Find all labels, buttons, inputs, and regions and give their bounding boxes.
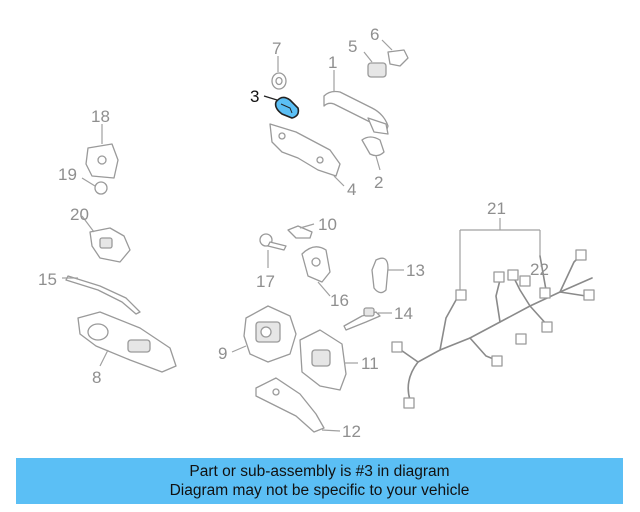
callout-2: 2: [374, 173, 383, 192]
part-15-rod[interactable]: [62, 275, 141, 315]
callout-19: 19: [58, 165, 77, 184]
callout-3: 3: [250, 87, 259, 106]
part-22-connector[interactable]: [539, 255, 551, 299]
part-6-clip[interactable]: [381, 39, 409, 67]
callout-9: 9: [218, 344, 227, 363]
callout-13: 13: [406, 261, 425, 280]
banner-line-1: Part or sub-assembly is #3 in diagram: [189, 463, 450, 480]
callout-7: 7: [272, 39, 281, 58]
part-2-handle-cap[interactable]: [361, 136, 385, 171]
part-11-actuator[interactable]: [299, 329, 358, 391]
callout-14: 14: [394, 304, 413, 323]
part-17-bolt[interactable]: [259, 233, 287, 268]
parts-diagram: 1 2 3 4 5 6 7 8 9 10 11 12 13 14 15 16 1…: [38, 25, 595, 441]
callout-8: 8: [92, 368, 101, 387]
part-18-bracket[interactable]: [85, 124, 119, 179]
part-3-shape: [274, 96, 300, 119]
callout-16: 16: [330, 291, 349, 310]
banner-line-2: Diagram may not be specific to your vehi…: [169, 482, 470, 499]
part-16-cover[interactable]: [301, 246, 331, 297]
part-14-rod[interactable]: [343, 307, 392, 331]
callout-4: 4: [347, 180, 356, 199]
callout-11: 11: [361, 354, 379, 373]
part-8-inner-handle[interactable]: [77, 311, 177, 373]
callout-20: 20: [70, 205, 89, 224]
part-12-plate[interactable]: [255, 377, 341, 433]
part-20-latch-cover[interactable]: [81, 215, 131, 263]
part-21-wiring-harness[interactable]: [391, 218, 595, 409]
part-4-handle-bracket[interactable]: [269, 123, 345, 187]
callout-12: 12: [342, 422, 361, 441]
callout-5: 5: [348, 37, 357, 56]
part-10-screw[interactable]: [287, 223, 315, 239]
callout-1: 1: [328, 53, 337, 72]
callout-18: 18: [91, 107, 110, 126]
callout-21: 21: [487, 199, 506, 218]
part-13-seal[interactable]: [371, 257, 404, 294]
callout-17: 17: [256, 272, 275, 291]
part-19-bolt[interactable]: [81, 177, 108, 195]
part-5-clip[interactable]: [363, 51, 387, 78]
info-banner: Part or sub-assembly is #3 in diagram Di…: [16, 458, 623, 504]
part-9-latch[interactable]: [231, 305, 297, 363]
callout-15: 15: [38, 270, 57, 289]
part-3-gasket[interactable]: [263, 95, 300, 119]
part-1-outer-handle[interactable]: [323, 70, 389, 135]
callout-10: 10: [318, 215, 337, 234]
part-7-grommet[interactable]: [271, 56, 287, 90]
callout-22: 22: [530, 260, 549, 279]
callout-6: 6: [370, 25, 379, 44]
